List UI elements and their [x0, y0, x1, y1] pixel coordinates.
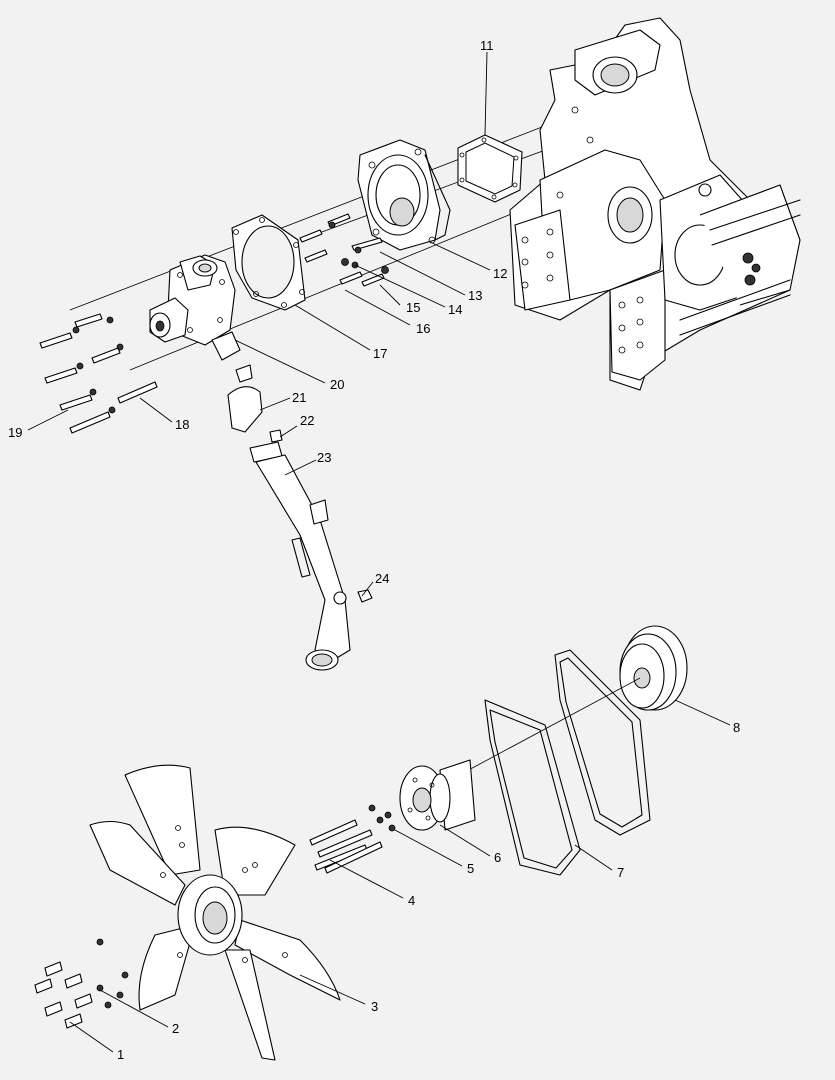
engine-block: [69, 17, 801, 391]
gasket-11: [457, 134, 523, 203]
leader-lines: [27, 51, 731, 1053]
gasket-17: [231, 214, 306, 311]
callout-1: 1: [117, 1047, 124, 1062]
callout-16: 16: [416, 321, 430, 336]
callout-17: 17: [373, 346, 387, 361]
callout-15: 15: [406, 300, 420, 315]
callout-11: 11: [480, 38, 494, 53]
callout-14: 14: [448, 302, 462, 317]
thermostat-housing: [357, 139, 451, 251]
callout-20: 20: [330, 377, 344, 392]
callout-19: 19: [8, 425, 22, 440]
callout-18: 18: [175, 417, 189, 432]
callout-21: 21: [292, 390, 306, 405]
crankshaft-pulley: [449, 625, 688, 781]
fan-hub: [399, 759, 476, 831]
callout-12: 12: [493, 266, 507, 281]
callout-5: 5: [467, 861, 474, 876]
callout-24: 24: [375, 571, 389, 586]
callout-7: 7: [617, 865, 624, 880]
callout-2: 2: [172, 1021, 179, 1036]
cooling-fan: [89, 764, 341, 1061]
callout-23: 23: [317, 450, 331, 465]
small-bolts-13-16: [299, 213, 389, 287]
callout-13: 13: [468, 288, 482, 303]
callout-22: 22: [300, 413, 314, 428]
callout-8: 8: [733, 720, 740, 735]
long-bolts-18-19: [39, 313, 158, 434]
water-pump: [149, 254, 241, 361]
callout-3: 3: [371, 999, 378, 1014]
coolant-pipe: [227, 364, 373, 671]
callout-4: 4: [408, 893, 415, 908]
callout-6: 6: [494, 850, 501, 865]
fan-bolts: [34, 938, 129, 1029]
fan-studs: [309, 804, 396, 874]
v-belts: [484, 649, 651, 876]
callout-labels: 11 12 13 14 15 16 17 20 18 19 21 22 23 2…: [8, 38, 740, 1062]
